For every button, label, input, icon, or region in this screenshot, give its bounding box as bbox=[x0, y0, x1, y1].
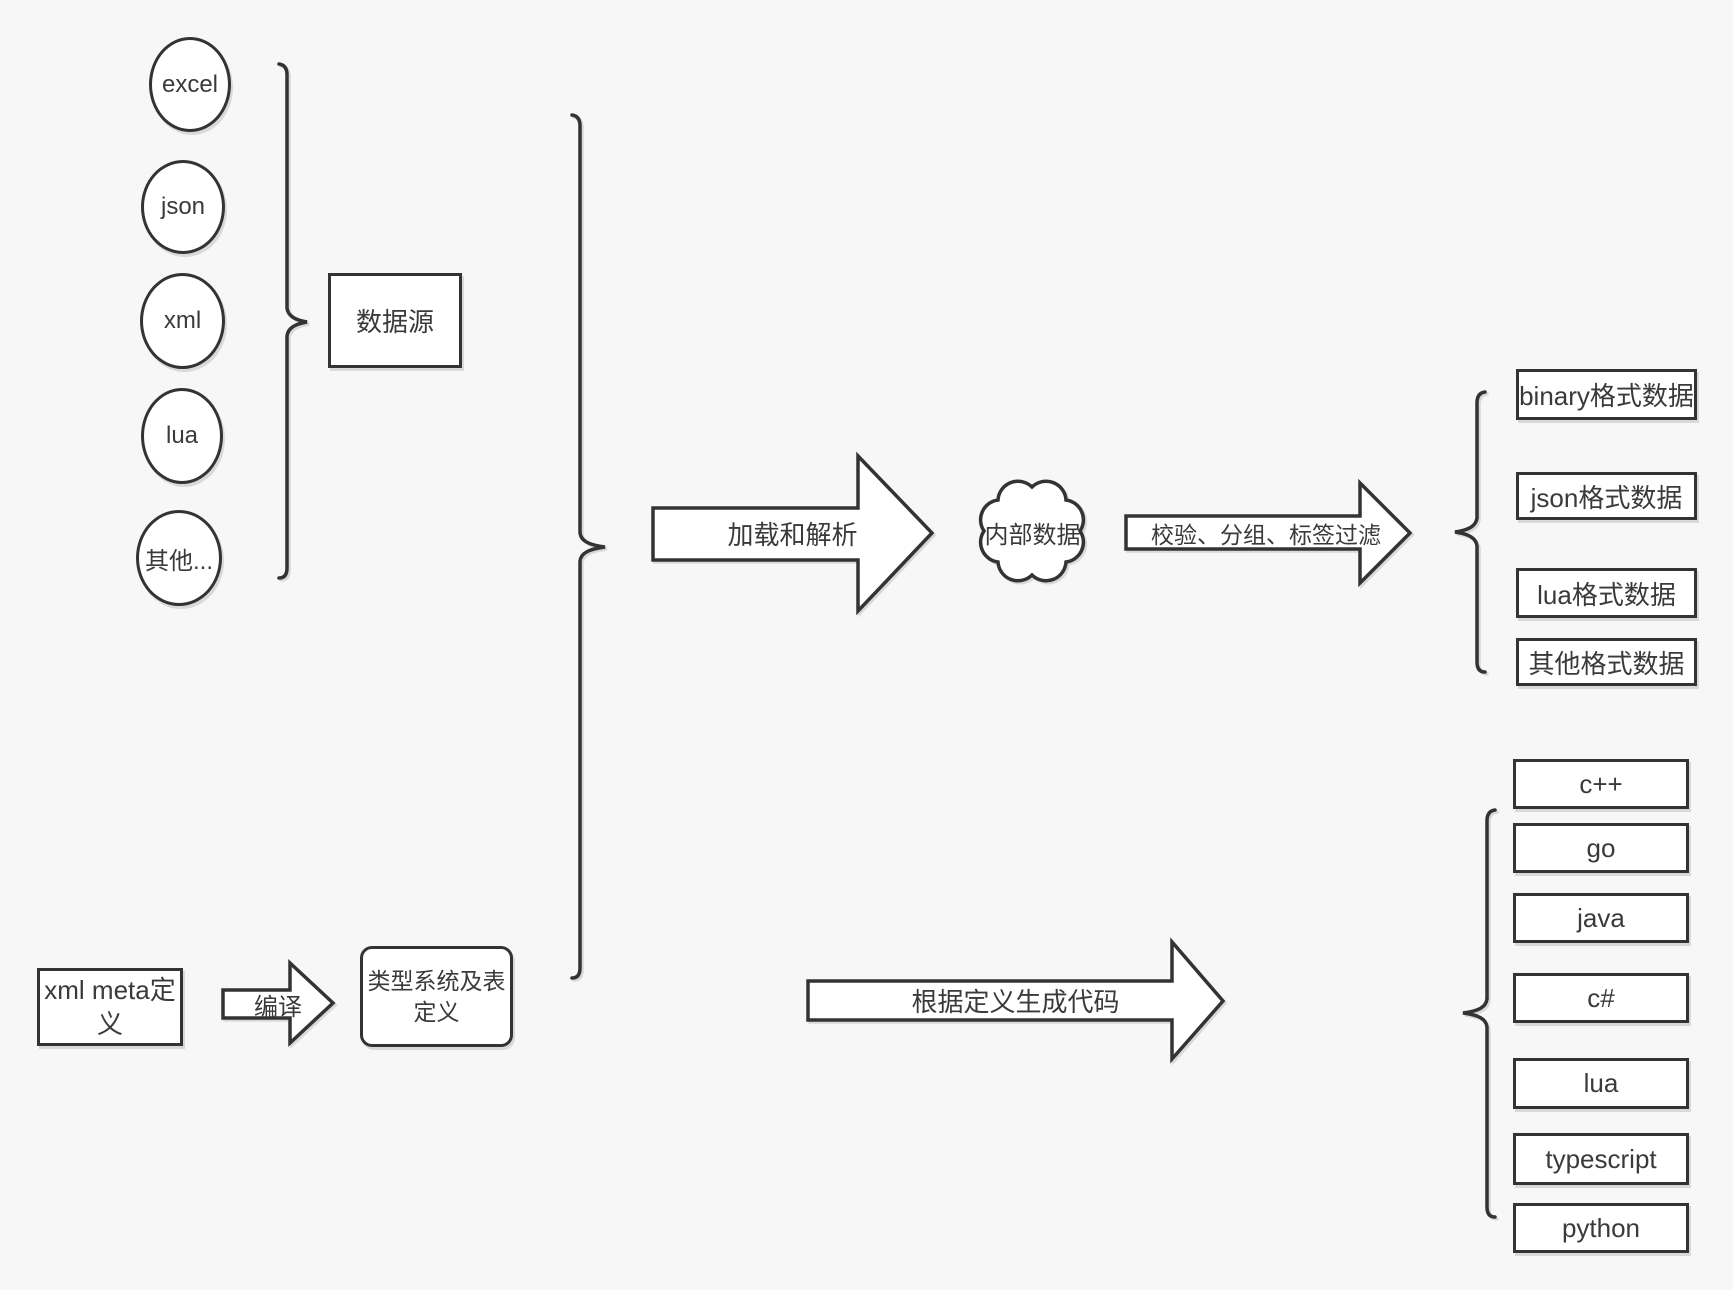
output-box-other: 其他格式数据 bbox=[1516, 638, 1697, 686]
output-box-binary: binary格式数据 bbox=[1516, 369, 1697, 420]
type-system-box: 类型系统及表定义 bbox=[360, 946, 513, 1047]
compile-arrow-icon bbox=[221, 958, 336, 1048]
internal-data-cloud-icon bbox=[978, 479, 1086, 583]
language-box-lua: lua bbox=[1513, 1058, 1689, 1109]
formats-brace-icon bbox=[1454, 390, 1487, 674]
source-node-json: json bbox=[141, 160, 225, 254]
load-parse-arrow-icon bbox=[651, 451, 935, 616]
language-box-java: java bbox=[1513, 893, 1689, 943]
pipeline-brace-icon bbox=[570, 113, 606, 980]
sources-brace-icon bbox=[277, 62, 308, 580]
language-box-cpp: c++ bbox=[1513, 759, 1689, 809]
language-box-go: go bbox=[1513, 823, 1689, 873]
output-box-lua: lua格式数据 bbox=[1516, 568, 1697, 618]
language-box-typescript: typescript bbox=[1513, 1133, 1689, 1185]
source-node-other: 其他... bbox=[136, 510, 222, 606]
source-node-lua: lua bbox=[141, 388, 223, 484]
xml-meta-box: xml meta定义 bbox=[37, 968, 183, 1046]
languages-brace-icon bbox=[1462, 808, 1497, 1219]
source-node-xml: xml bbox=[140, 273, 225, 369]
filter-arrow-icon bbox=[1124, 478, 1413, 588]
source-node-excel: excel bbox=[149, 37, 231, 132]
language-box-csharp: c# bbox=[1513, 973, 1689, 1023]
language-box-python: python bbox=[1513, 1203, 1689, 1253]
output-box-json: json格式数据 bbox=[1516, 472, 1697, 520]
codegen-arrow-icon bbox=[806, 937, 1226, 1064]
data-source-box: 数据源 bbox=[328, 273, 462, 368]
